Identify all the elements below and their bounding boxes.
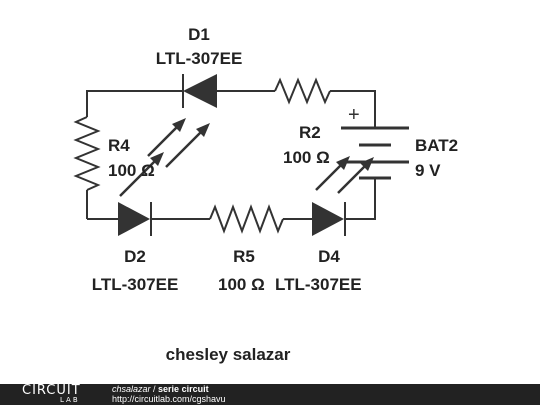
footer-separator: / (150, 384, 159, 394)
d2-name-label: D2 (124, 247, 146, 266)
bat2-value-label: 9 V (415, 161, 441, 180)
r2-value-label: 100 Ω (283, 148, 330, 167)
wire-top-right (330, 90, 376, 128)
wires (86, 90, 376, 220)
d2-value-label: LTL-307EE (92, 275, 179, 294)
circuitlab-logo[interactable]: CIRCUIT LAB (22, 383, 81, 404)
footer-project-link[interactable]: serie circuit (158, 384, 209, 394)
footer-url-link[interactable]: http://circuitlab.com/cgshavu (112, 393, 226, 404)
led-arrows-d2 (119, 152, 164, 197)
r4-name-label: R4 (108, 136, 130, 155)
diode-d1-symbol (182, 74, 217, 108)
logo-main-text: CIRCUIT (22, 383, 81, 398)
d1-name-label: D1 (188, 25, 210, 44)
resistor-r4-symbol (73, 116, 101, 191)
r5-value-label: 100 Ω (218, 275, 265, 294)
r2-name-label: R2 (299, 123, 321, 142)
diode-d2-symbol (118, 202, 152, 236)
resistor-r2-symbol (274, 77, 331, 105)
led-arrows-d4 (315, 156, 374, 194)
resistor-r5-symbol (209, 204, 284, 234)
footer-bar: CIRCUIT LAB chsalazar / serie circuit ht… (0, 384, 540, 405)
d1-value-label: LTL-307EE (156, 49, 243, 68)
author-label: chesley salazar (166, 345, 291, 364)
r5-name-label: R5 (233, 247, 255, 266)
diode-d4-symbol (312, 202, 346, 236)
wire-bottom-right (346, 190, 376, 220)
battery-plus-sign: + (348, 104, 360, 126)
d4-value-label: LTL-307EE (275, 275, 362, 294)
footer-info: chsalazar / serie circuit http://circuit… (112, 384, 226, 404)
battery-bat2-symbol (341, 126, 409, 190)
wire-top-left (86, 90, 183, 117)
d4-name-label: D4 (318, 247, 340, 266)
footer-credit-line: chsalazar / serie circuit (112, 384, 226, 395)
bat2-name-label: BAT2 (415, 136, 458, 155)
led-arrows-d1 (147, 118, 210, 168)
footer-user-link[interactable]: chsalazar (112, 384, 151, 394)
r4-value-label: 100 Ω (108, 161, 155, 180)
circuit-schematic: + D1 LTL-307EE R4 100 Ω R2 100 Ω BAT2 9 … (73, 25, 458, 364)
logo-sub-text: LAB (60, 396, 80, 404)
